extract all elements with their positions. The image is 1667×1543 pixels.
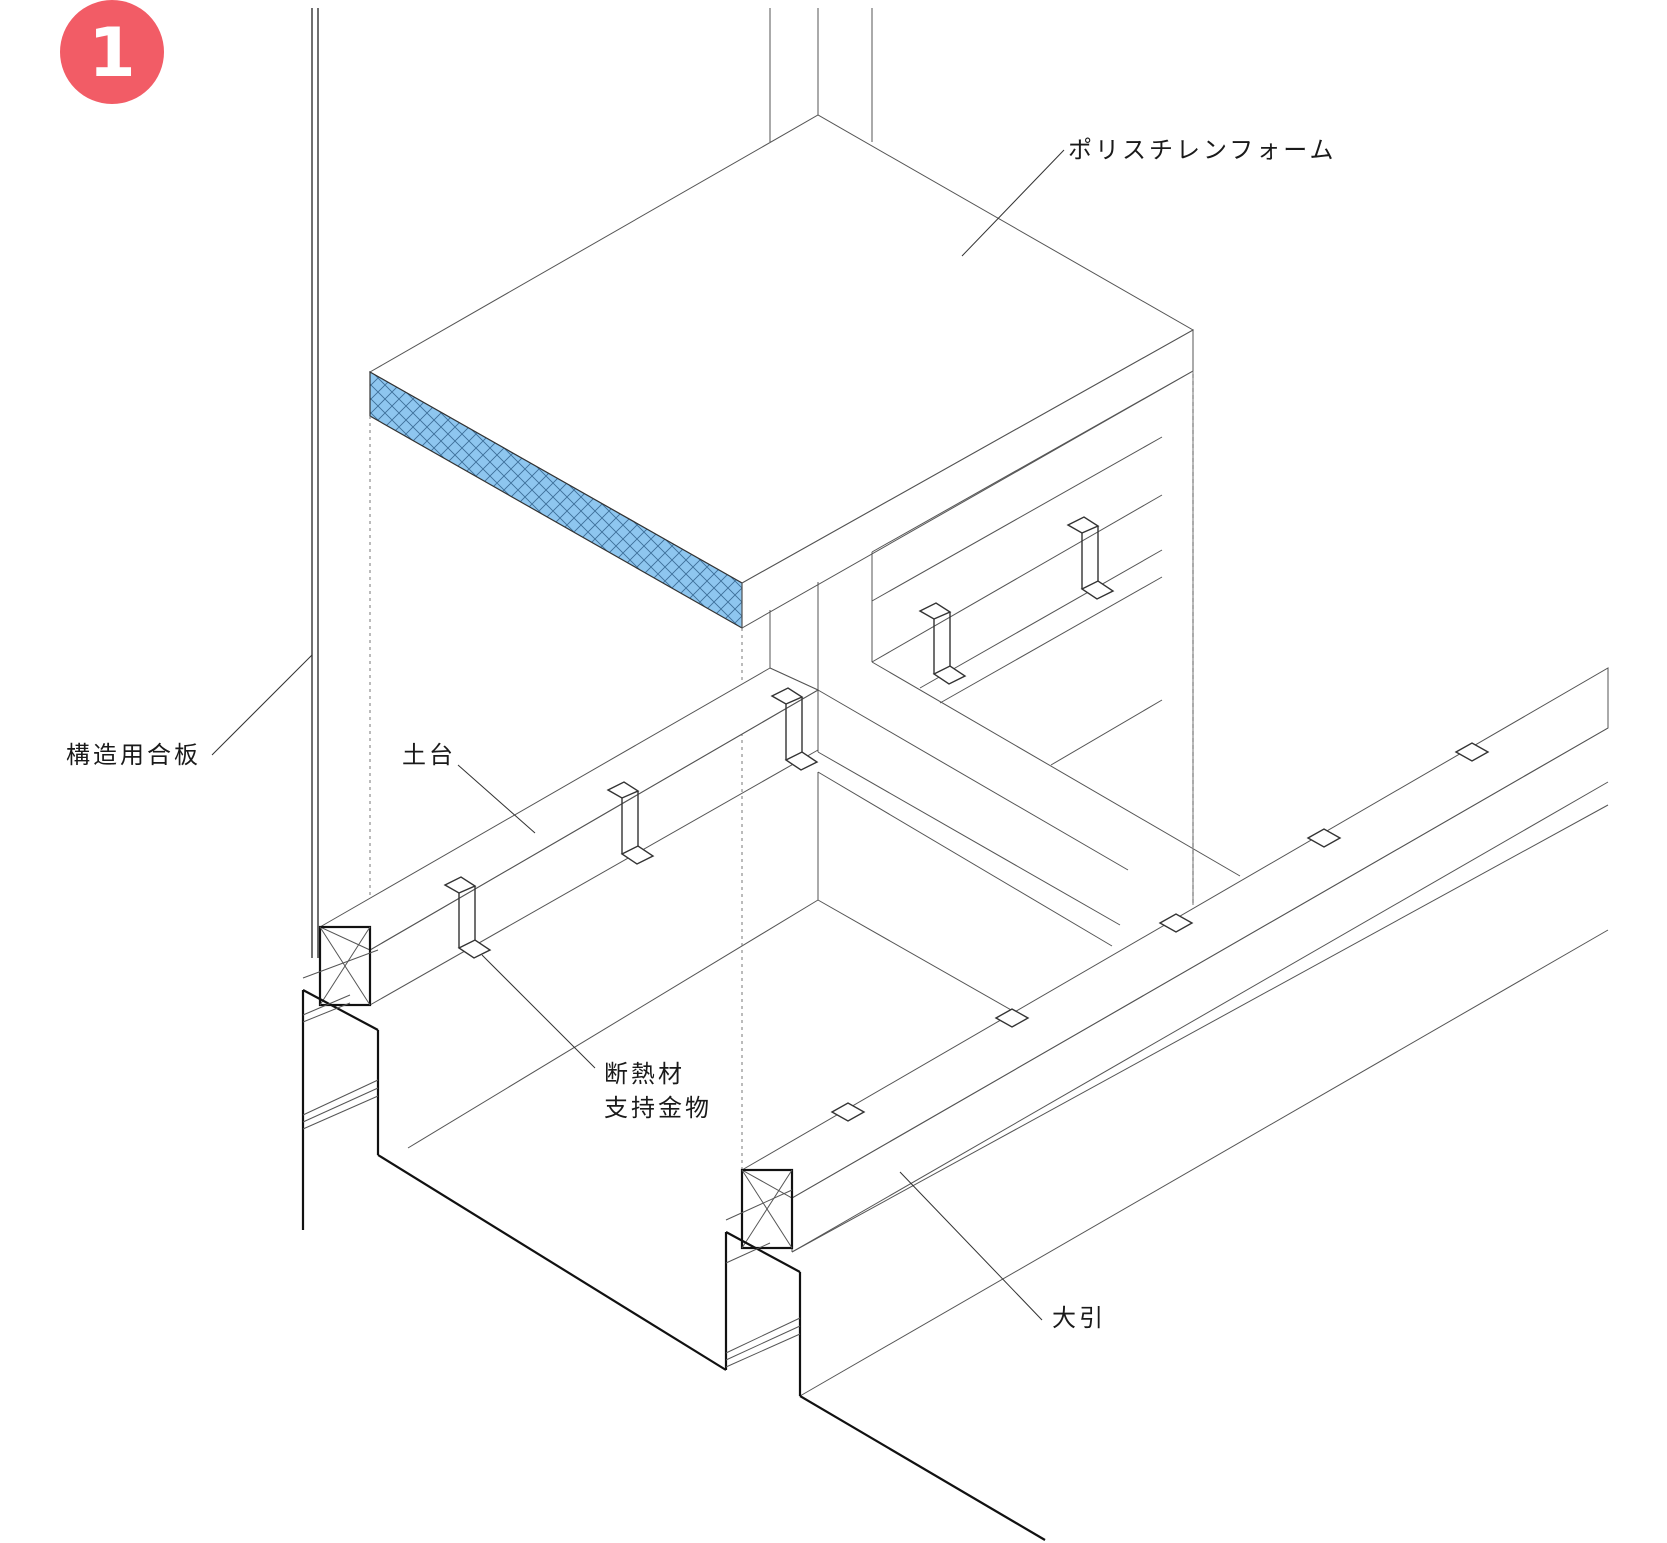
bracket-2 <box>606 781 655 865</box>
step-badge: 1 <box>60 0 164 104</box>
structural-plywood <box>311 8 319 958</box>
leader-foam <box>961 149 1065 257</box>
leader-lines <box>211 149 1065 1321</box>
bracket-5 <box>1066 516 1115 600</box>
left-foundation <box>301 949 727 1371</box>
label-floor-beam: 大引 <box>1052 1304 1106 1332</box>
leader-sill <box>457 764 536 834</box>
label-insulation-support-2: 支持金物 <box>604 1094 712 1122</box>
step-number: 1 <box>88 14 135 93</box>
back-frame <box>407 330 1241 1149</box>
support-brackets <box>443 516 1115 959</box>
bracket-1 <box>443 876 492 959</box>
bracket-4 <box>918 602 967 685</box>
upper-posts <box>769 8 873 142</box>
sill-beam <box>318 667 820 1007</box>
bracket-3 <box>770 687 819 771</box>
polystyrene-foam-board <box>368 114 1195 630</box>
label-polystyrene-foam: ポリスチレンフォーム <box>1068 136 1337 164</box>
label-insulation-support-1: 断熱材 <box>604 1060 685 1088</box>
label-sill: 土台 <box>402 741 456 769</box>
step-badge-circle <box>60 0 164 104</box>
floor-beam <box>724 667 1609 1541</box>
label-structural-plywood: 構造用合板 <box>66 741 201 769</box>
leader-beam <box>899 1171 1043 1321</box>
leader-support <box>481 954 596 1069</box>
projection-lines <box>369 371 1194 1170</box>
beam-clips <box>830 742 1490 1122</box>
leader-plywood <box>211 654 313 756</box>
